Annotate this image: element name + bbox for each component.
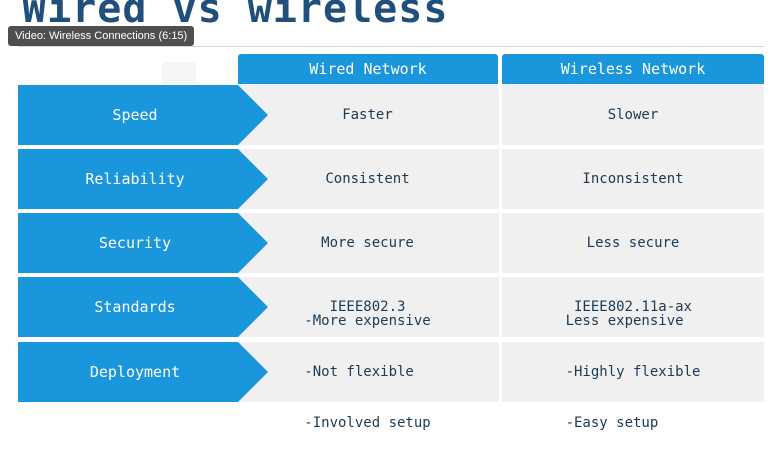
cell-line: -Not flexible <box>304 363 414 380</box>
cell-text: Faster <box>342 107 393 123</box>
video-title-badge: Video: Wireless Connections (6:15) <box>8 26 195 46</box>
cell-wireless-reliability: Inconsistent <box>502 149 764 209</box>
row-label-text: Deployment <box>89 363 181 381</box>
cell-line: -More expensive <box>304 312 431 329</box>
cell-text: IEEE802.3 <box>329 299 406 315</box>
cell-text: More secure <box>321 235 414 251</box>
row-label-text: Reliability <box>85 170 185 188</box>
row-label-reliability: Reliability <box>18 149 268 209</box>
row-label-security: Security <box>18 213 268 273</box>
cell-line: Less expensive <box>565 312 684 329</box>
table-row-standards: IEEE802.3 IEEE802.11a-ax Standards <box>18 277 764 337</box>
header-blank-cell <box>162 62 196 84</box>
title-divider <box>18 46 764 47</box>
row-label-text: Standards <box>94 298 176 316</box>
cell-wireless-security: Less secure <box>502 213 764 273</box>
cell-line: -Involved setup <box>304 414 431 431</box>
line-group: Less expensive -Highly flexible -Easy se… <box>566 279 701 466</box>
row-label-standards: Standards <box>18 277 268 337</box>
cell-line: -Easy setup <box>565 414 659 431</box>
cell-wireless-standards: IEEE802.11a-ax <box>502 277 764 337</box>
column-header-wired: Wired Network <box>238 54 498 84</box>
table-row-deployment: -More expensive -Not flexible -Involved … <box>18 313 764 431</box>
cell-text: Consistent <box>325 171 410 187</box>
cell-text-block: -More expensive -Not flexible -Involved … <box>240 279 496 466</box>
row-label-text: Security <box>98 234 172 252</box>
line-group: -More expensive -Not flexible -Involved … <box>304 279 430 466</box>
row-label-deployment: Deployment <box>18 342 268 402</box>
cell-line: -Highly flexible <box>565 363 701 380</box>
cell-wireless-speed: Slower <box>502 85 764 145</box>
table-row-reliability: Consistent Inconsistent Reliability <box>18 149 764 209</box>
row-label-speed: Speed <box>18 85 268 145</box>
cell-wireless-deployment: Less expensive -Highly flexible -Easy se… <box>502 313 764 431</box>
row-label-text: Speed <box>112 106 158 124</box>
table-row-security: More secure Less secure Security <box>18 213 764 273</box>
table-row-speed: Faster Slower Speed <box>18 85 764 145</box>
column-header-wireless: Wireless Network <box>502 54 764 84</box>
